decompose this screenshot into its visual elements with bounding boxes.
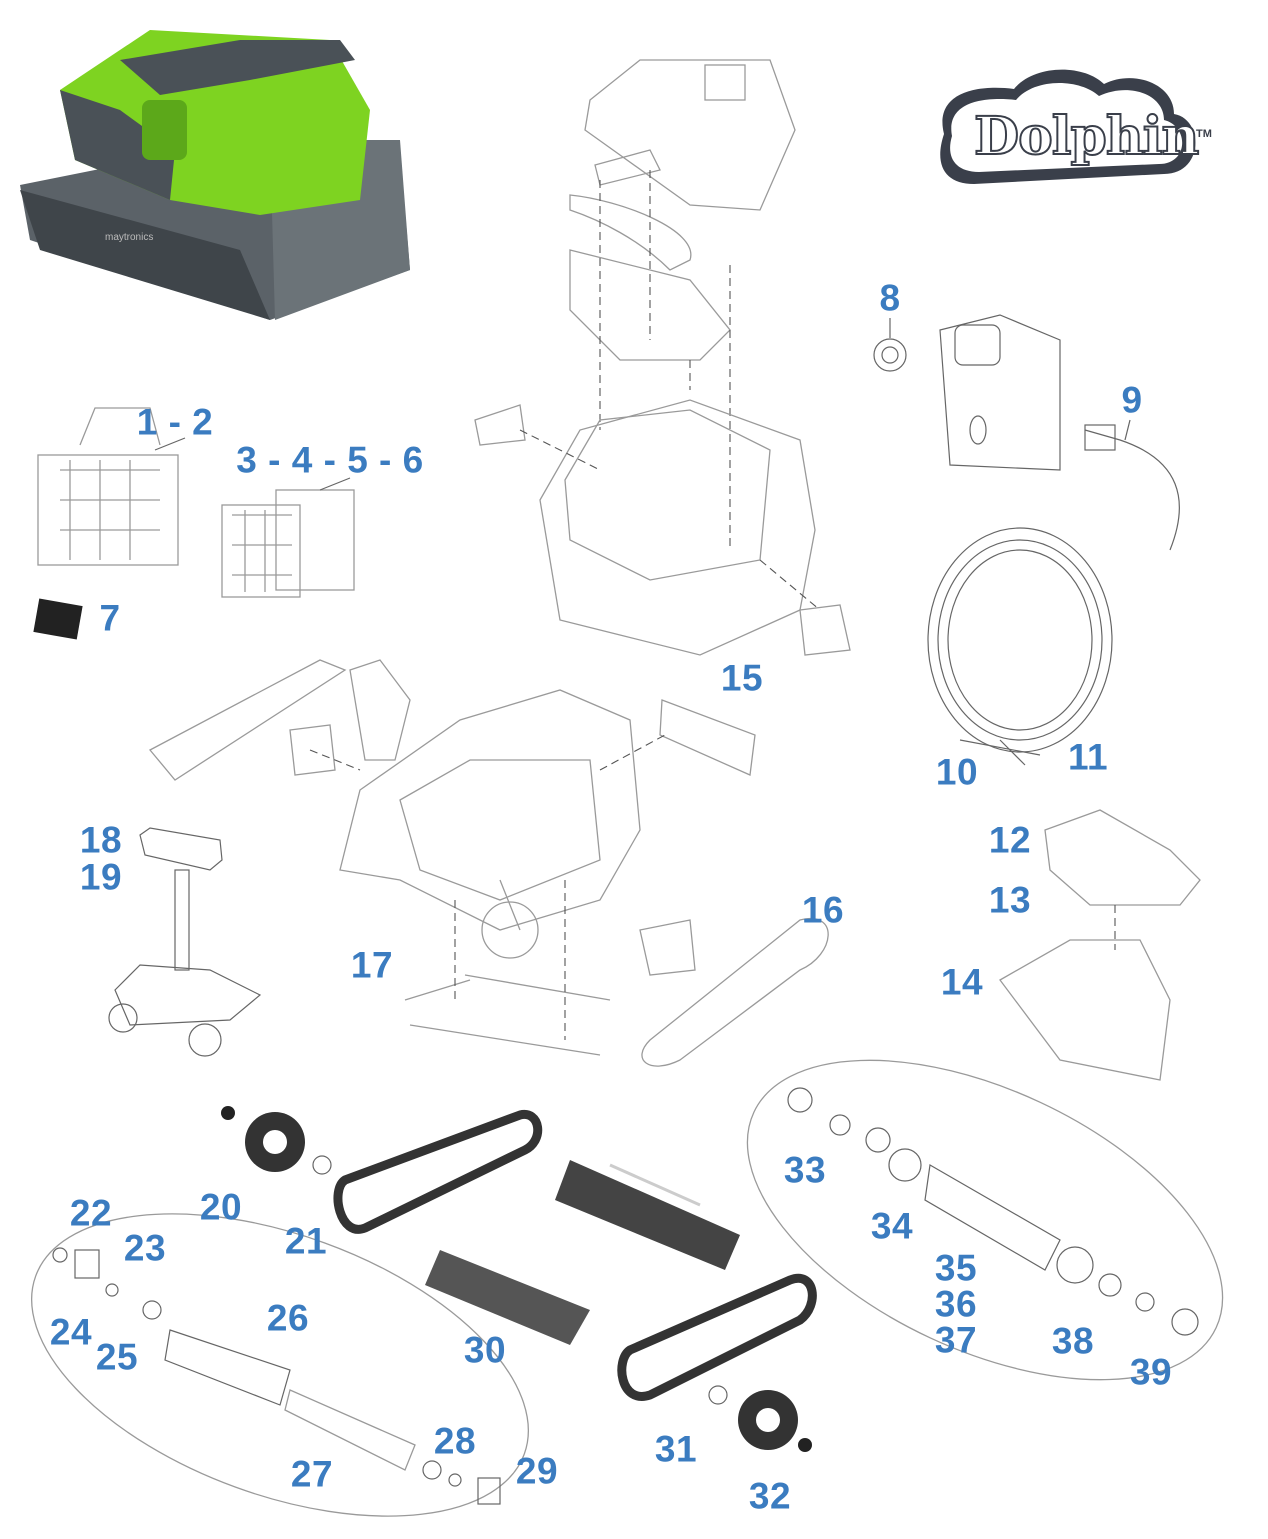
label-part-21: 21 xyxy=(284,1220,328,1262)
label-part-36: 36 xyxy=(934,1283,978,1325)
power-supply xyxy=(939,314,1180,551)
body-shell xyxy=(474,399,851,656)
label-part-28: 28 xyxy=(433,1420,477,1462)
label-part-18: 18 xyxy=(79,819,123,861)
label-part-17: 17 xyxy=(350,944,394,986)
label-part-34: 34 xyxy=(870,1205,914,1247)
label-part-30: 30 xyxy=(463,1329,507,1371)
label-part-27: 27 xyxy=(290,1453,334,1495)
part-8-nut xyxy=(873,318,907,372)
label-part-37: 37 xyxy=(934,1319,978,1361)
dolphin-logo: Dolphin TM xyxy=(934,64,1214,194)
track-belt-31 xyxy=(617,1273,817,1401)
robot-badge: maytronics xyxy=(105,232,153,243)
pump-motor xyxy=(999,809,1201,1081)
brush-assembly-group-right xyxy=(746,1059,1224,1381)
logo-wordmark: Dolphin xyxy=(973,105,1200,168)
brush-roller-center xyxy=(555,1160,740,1270)
label-part-19: 19 xyxy=(79,856,123,898)
label-part-29: 29 xyxy=(515,1450,559,1492)
top-cover xyxy=(569,59,796,550)
right-brush-parts xyxy=(787,1087,1199,1336)
label-part-25: 25 xyxy=(95,1336,139,1378)
label-part-35: 35 xyxy=(934,1247,978,1289)
filter-basket xyxy=(37,407,186,566)
chassis xyxy=(148,659,829,1067)
label-part-39: 39 xyxy=(1129,1351,1173,1393)
robot-product-image: maytronics xyxy=(20,30,410,320)
trademark: TM xyxy=(1196,128,1212,140)
cable-coil xyxy=(927,527,1113,766)
brush-roller-30 xyxy=(425,1250,590,1345)
label-part-1-2: 1 - 2 xyxy=(136,401,214,443)
label-part-38: 38 xyxy=(1051,1320,1095,1362)
label-part-7: 7 xyxy=(99,597,121,639)
label-part-12: 12 xyxy=(988,819,1032,861)
caddy xyxy=(108,827,262,1057)
label-part-22: 22 xyxy=(69,1192,113,1234)
left-brush-parts xyxy=(52,1247,501,1505)
label-part-13: 13 xyxy=(988,879,1032,921)
label-part-11: 11 xyxy=(1067,736,1109,778)
label-part-26: 26 xyxy=(266,1297,310,1339)
label-part-23: 23 xyxy=(123,1227,167,1269)
filter-panels xyxy=(221,477,355,598)
label-part-9: 9 xyxy=(1121,379,1143,421)
label-part-16: 16 xyxy=(801,889,845,931)
label-part-33: 33 xyxy=(783,1149,827,1191)
label-part-10: 10 xyxy=(935,751,979,793)
label-part-24: 24 xyxy=(49,1311,93,1353)
label-part-15: 15 xyxy=(720,657,764,699)
label-part-14: 14 xyxy=(940,961,984,1003)
part-7-clip xyxy=(33,598,83,640)
wheel-20 xyxy=(221,1106,332,1175)
logo-wave-shape xyxy=(940,69,1196,184)
label-part-31: 31 xyxy=(654,1428,698,1470)
track-belt-21 xyxy=(333,1110,543,1234)
label-part-20: 20 xyxy=(199,1186,243,1228)
brush-assembly-group-left xyxy=(31,1213,529,1517)
wheel-32 xyxy=(708,1385,812,1452)
label-part-3-6: 3 - 4 - 5 - 6 xyxy=(236,439,424,481)
label-part-8: 8 xyxy=(879,277,901,319)
label-part-32: 32 xyxy=(748,1475,792,1517)
